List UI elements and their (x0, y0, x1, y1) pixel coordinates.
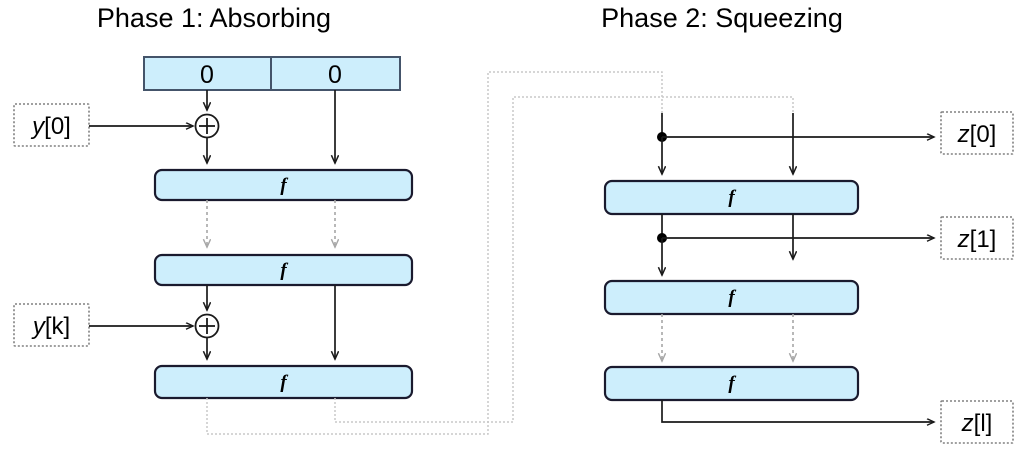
p1-permutation-block-1: f (153, 168, 414, 202)
input-y0-box: y[0] (13, 103, 90, 147)
output-z1-box: z[1] (940, 216, 1014, 260)
input-yk-label: y[k] (31, 313, 70, 340)
p2-f1-label: f (728, 187, 736, 208)
p2-f1-rect (603, 179, 860, 216)
p1-permutation-block-3: f (153, 364, 414, 400)
p1-f2-label: f (280, 260, 288, 281)
p2-permutation-block-1: f (603, 179, 860, 216)
p1-f3-label: f (280, 372, 288, 393)
output-z0-box: z[0] (940, 111, 1014, 155)
p1-f1-rect (153, 168, 414, 202)
xor-gate-2 (194, 313, 220, 339)
p2-f3-to-zl-path (661, 400, 934, 422)
p2-f3-rect (603, 365, 860, 402)
input-y0-frame (13, 103, 90, 147)
output-zl-label: z[l] (961, 410, 993, 437)
input-yk-box: y[k] (13, 303, 90, 347)
p1-permutation-block-2: f (153, 253, 414, 287)
p1-f1-label: f (280, 175, 288, 196)
xor-gate-1 (194, 113, 220, 139)
state-cell-rate (143, 56, 272, 91)
output-zl-box: z[l] (940, 400, 1014, 444)
output-z0-label: z[0] (957, 121, 997, 148)
feedback-rate-path (206, 71, 663, 435)
input-y0-label: y[0] (30, 113, 71, 140)
p2-f3-label: f (728, 373, 736, 394)
output-z1-label: z[1] (957, 226, 997, 253)
output-z0-frame (940, 111, 1014, 155)
phase2-title: Phase 2: Squeezing (601, 3, 843, 33)
state-cell-capacity-label: 0 (328, 61, 342, 89)
p1-f3-rect (153, 364, 414, 400)
p2-permutation-block-3: f (603, 365, 860, 402)
output-zl-frame (940, 400, 1014, 444)
p2-permutation-block-2: f (603, 279, 860, 316)
input-yk-frame (13, 303, 90, 347)
p2-f2-label: f (728, 287, 736, 308)
state-cell-rate-label: 0 (200, 61, 214, 89)
initial-state-register: 0 0 (143, 56, 401, 91)
output-z1-frame (940, 216, 1014, 260)
p2-f2-rect (603, 279, 860, 316)
p1-f2-rect (153, 253, 414, 287)
feedback-capacity-path (334, 96, 794, 423)
phase1-title: Phase 1: Absorbing (97, 3, 331, 33)
